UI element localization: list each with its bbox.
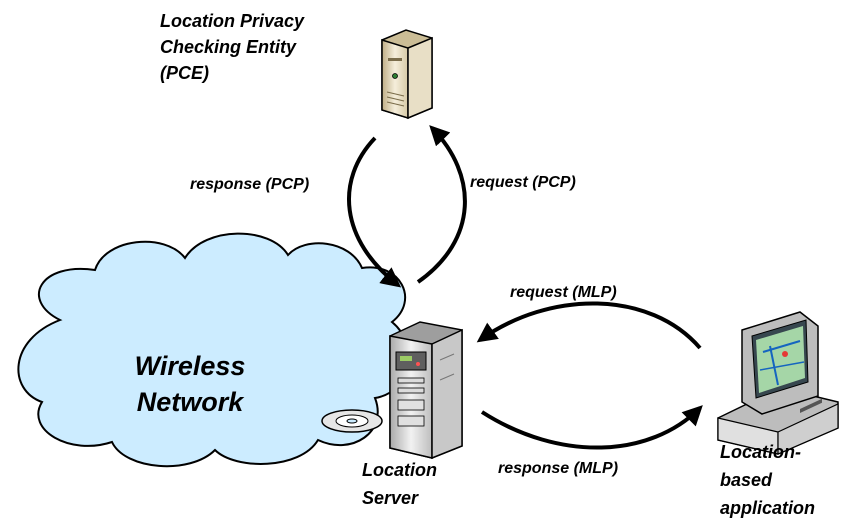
location-server-label-line2: Server — [362, 488, 419, 508]
pce-response-label: response (PCP) — [190, 176, 310, 193]
pce-label-line2: Checking Entity — [160, 37, 297, 57]
arrow-app-to-server — [476, 301, 702, 350]
application-label-line1: Location- — [720, 442, 801, 462]
pce-label: Location Privacy Checking Entity (PCE) — [160, 8, 304, 86]
mlp-response-label: response (MLP) — [498, 460, 619, 477]
location-server-label-line1: Location — [362, 460, 437, 480]
arrow-server-to-app — [480, 405, 703, 450]
location-server-label: Location Server — [362, 456, 437, 512]
pce-request-label: request (PCP) — [470, 174, 576, 191]
application-label-line3: application — [720, 498, 816, 518]
pce-server-icon — [381, 29, 433, 120]
wireless-network-label: Wireless Network — [110, 348, 270, 420]
wireless-network-label-line1: Wireless — [134, 351, 246, 381]
pce-label-line1: Location Privacy — [160, 11, 305, 31]
application-label-line2: based — [720, 470, 773, 490]
wireless-network-label-line2: Network — [136, 387, 244, 417]
arrow-pce-to-server — [347, 136, 402, 288]
arrow-server-to-pce — [416, 125, 467, 284]
mlp-request-label: request (MLP) — [510, 284, 617, 301]
cd-disc-icon — [321, 409, 383, 433]
location-server-icon — [389, 321, 463, 460]
pce-label-line3: (PCE) — [160, 63, 209, 83]
application-label: Location- based application — [720, 438, 815, 522]
computer-icon — [717, 311, 839, 455]
